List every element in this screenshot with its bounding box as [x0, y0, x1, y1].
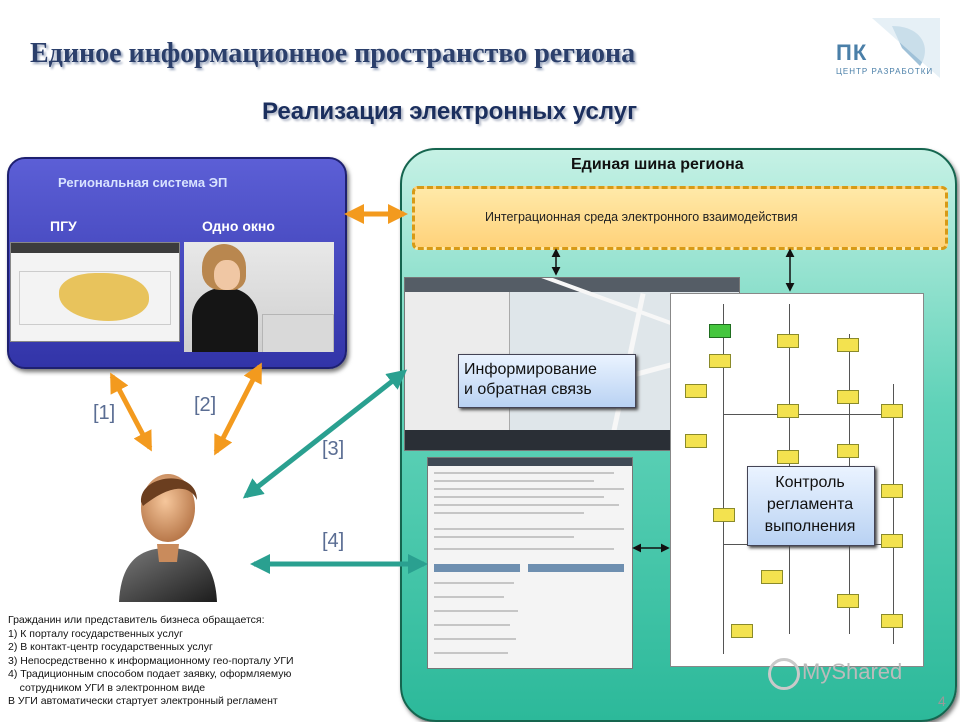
description-line: 2) В контакт-центр государственных услуг [8, 641, 213, 653]
regulation-control-line1: Контроль [775, 474, 845, 491]
arrow-3 [242, 369, 408, 499]
regulation-control-line3: выполнения [764, 518, 856, 535]
pgu-portal-screenshot [10, 242, 180, 342]
citizen-person-icon [119, 474, 217, 602]
description-line: сотрудником УГИ в электронном виде [8, 681, 206, 694]
slide-subtitle: Реализация электронных услуг [262, 98, 638, 125]
citizen-access-description: Гражданин или представитель бизнеса обра… [8, 614, 294, 709]
description-line: 1) К порталу государственных услуг [8, 627, 183, 640]
description-line: В УГИ автоматически стартует электронный… [8, 695, 278, 707]
description-line: 3) Непосредственно к информационному гео… [8, 654, 294, 667]
regulation-control-box [747, 466, 875, 546]
arrow-2 [213, 362, 263, 456]
informing-feedback-line2: и обратная связь [464, 381, 592, 398]
watermark-text: MyShared [802, 659, 903, 684]
regulation-control-line2: регламента [766, 496, 854, 513]
regional-ep-system-title: Региональная система ЭП [58, 175, 228, 190]
arrow-1 [109, 372, 153, 452]
informing-feedback-line1: Информирование [464, 361, 597, 378]
call-center-operator-photo [184, 242, 334, 352]
pgu-label: ПГУ [50, 218, 77, 234]
informing-feedback-label: Информирование и обратная связь [464, 360, 597, 400]
application-form-screenshot [427, 457, 633, 669]
one-window-label: Одно окно [202, 218, 275, 234]
regulation-control-label: Контроль регламента выполнения [747, 472, 873, 538]
pk-logo-icon [872, 18, 940, 78]
integration-environment-box [412, 186, 948, 250]
connector-label-2: [2] [194, 394, 217, 416]
logo-text: ПК [836, 40, 868, 65]
watermark-icon [768, 658, 800, 690]
connector-label-4: [4] [322, 530, 345, 552]
slide-title: Единое информационное пространство регио… [30, 38, 636, 69]
description-line: Гражданин или представитель бизнеса обра… [8, 614, 265, 626]
regional-bus-title: Единая шина региона [571, 156, 744, 173]
connector-label-3: [3] [322, 438, 345, 460]
integration-environment-label: Интеграционная среда электронного взаимо… [485, 210, 798, 224]
logo-subtitle: ЦЕНТР РАЗРАБОТКИ [836, 67, 934, 76]
connector-label-1: [1] [93, 402, 116, 424]
description-line: 4) Традиционным способом подает заявку, … [8, 668, 292, 680]
informing-feedback-box [458, 354, 636, 408]
page-number: 4 [938, 693, 946, 709]
